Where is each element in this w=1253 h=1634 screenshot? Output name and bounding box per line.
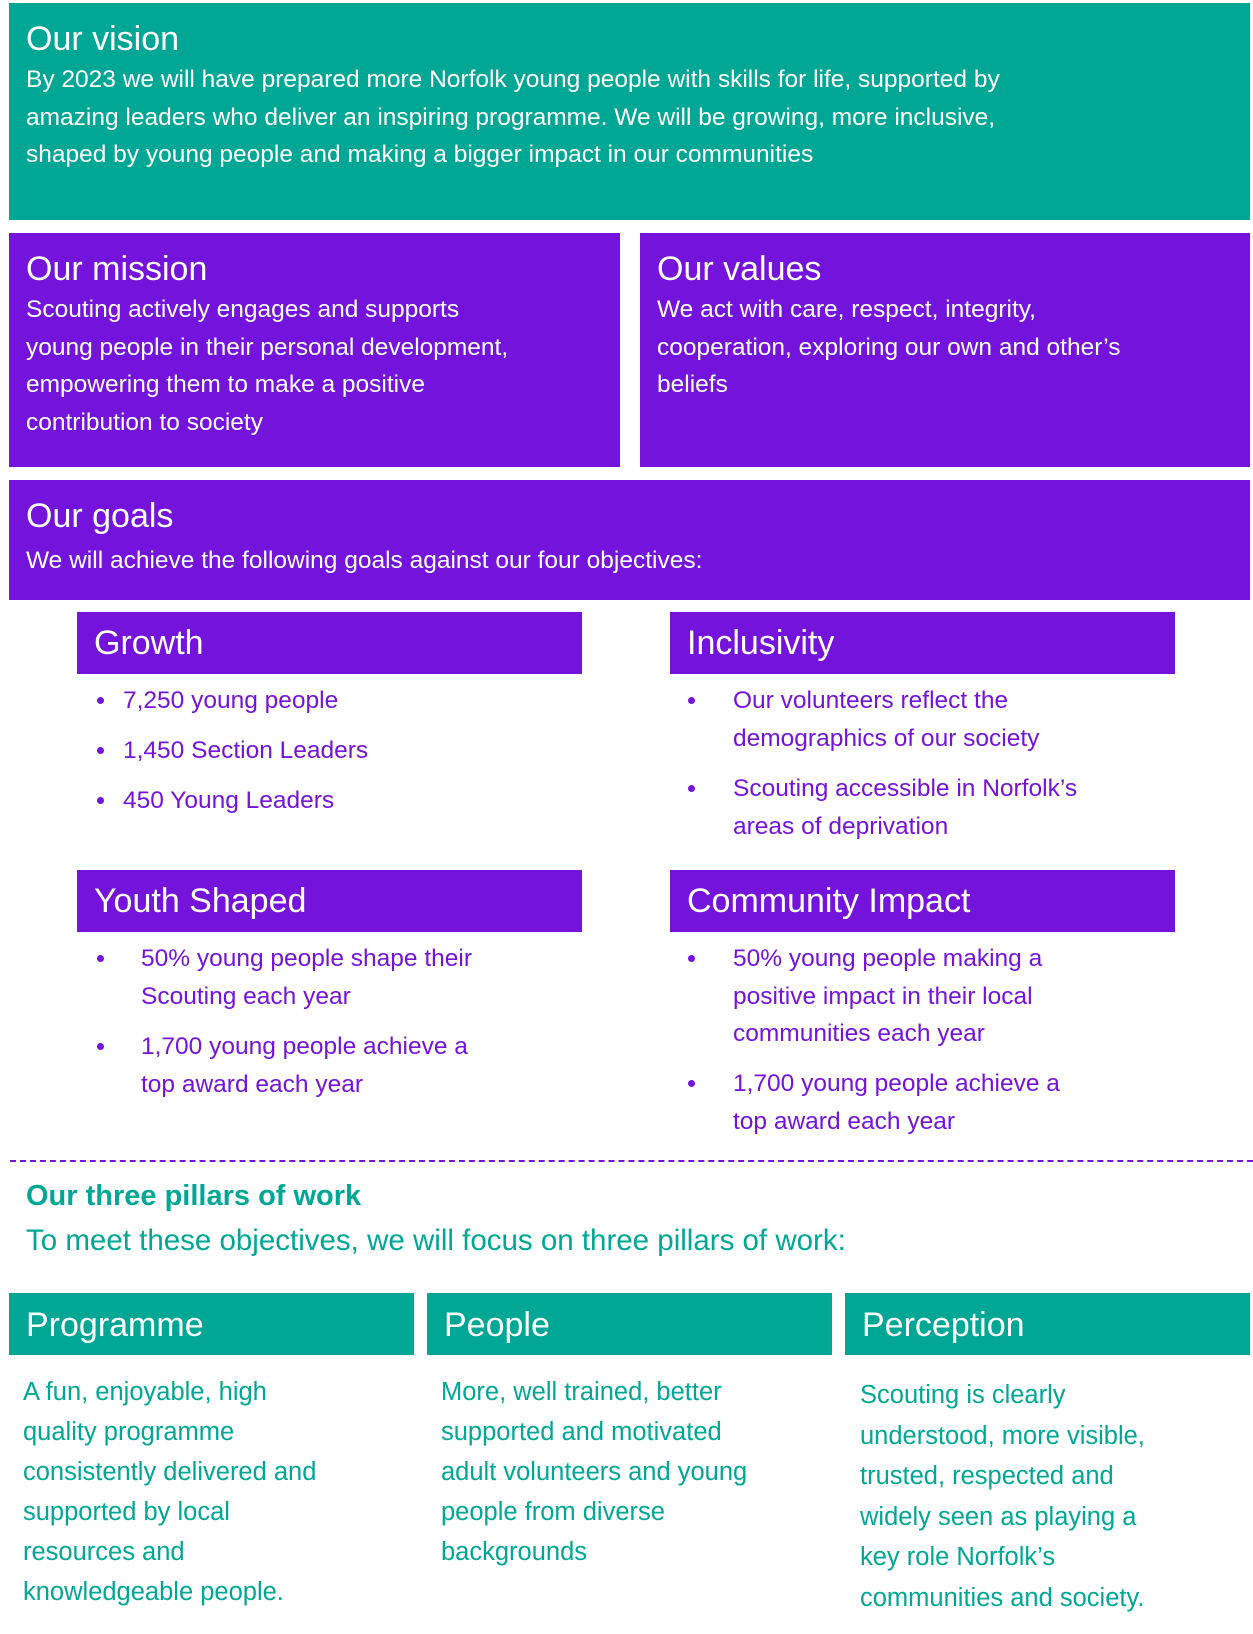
values-text: We act with care, respect, integrity,: [657, 296, 1036, 323]
bullet-icon: [97, 747, 104, 754]
growth-item: 450 Young Leaders: [123, 787, 335, 814]
inclusivity-header: Inclusivity: [670, 612, 1175, 674]
values-panel: Our values We act with care, respect, in…: [640, 233, 1250, 467]
mission-title: Our mission: [26, 250, 208, 288]
values-text: beliefs: [657, 371, 728, 398]
pillars-intro: To meet these objectives, we will focus …: [26, 1224, 846, 1257]
goals-intro: We will achieve the following goals agai…: [26, 547, 703, 574]
vision-text: shaped by young people and making a bigg…: [26, 141, 814, 168]
vision-text: By 2023 we will have prepared more Norfo…: [26, 66, 1000, 93]
bullet-icon: [97, 697, 104, 704]
bullet-icon: [688, 955, 695, 962]
pillars-title: Our three pillars of work: [26, 1180, 362, 1212]
bullet-icon: [688, 1080, 695, 1087]
pillar-programme-header: Programme: [9, 1293, 414, 1355]
vision-text: amazing leaders who deliver an inspiring…: [26, 103, 996, 131]
mission-text: Scouting actively engages and supports: [26, 296, 460, 323]
goals-title: Our goals: [26, 497, 174, 535]
bullet-icon: [97, 797, 104, 804]
values-text: cooperation, exploring our own and other…: [657, 333, 1121, 361]
growth-item: 1,450 Section Leaders: [123, 737, 369, 764]
mission-text: young people in their personal developme…: [26, 333, 509, 361]
vision-panel: Our vision By 2023 we will have prepared…: [9, 3, 1250, 220]
vision-title: Our vision: [26, 20, 180, 58]
community-impact-header: Community Impact: [670, 870, 1175, 932]
mission-text: contribution to society: [26, 408, 263, 436]
bullet-icon: [97, 955, 104, 962]
values-title: Our values: [657, 250, 822, 288]
bullet-icon: [688, 697, 695, 704]
mission-text: empowering them to make a positive: [26, 371, 425, 398]
bullet-icon: [688, 785, 695, 792]
mission-panel: Our mission Scouting actively engages an…: [9, 233, 620, 467]
growth-item: 7,250 young people: [123, 687, 339, 714]
growth-header: Growth: [77, 612, 582, 674]
bullet-icon: [97, 1043, 104, 1050]
youth-shaped-header: Youth Shaped: [77, 870, 582, 932]
goals-panel: Our goals We will achieve the following …: [9, 480, 1250, 600]
pillar-people-header: People: [427, 1293, 832, 1355]
dashed-divider: [10, 1160, 1253, 1162]
pillar-perception-header: Perception: [845, 1293, 1250, 1355]
